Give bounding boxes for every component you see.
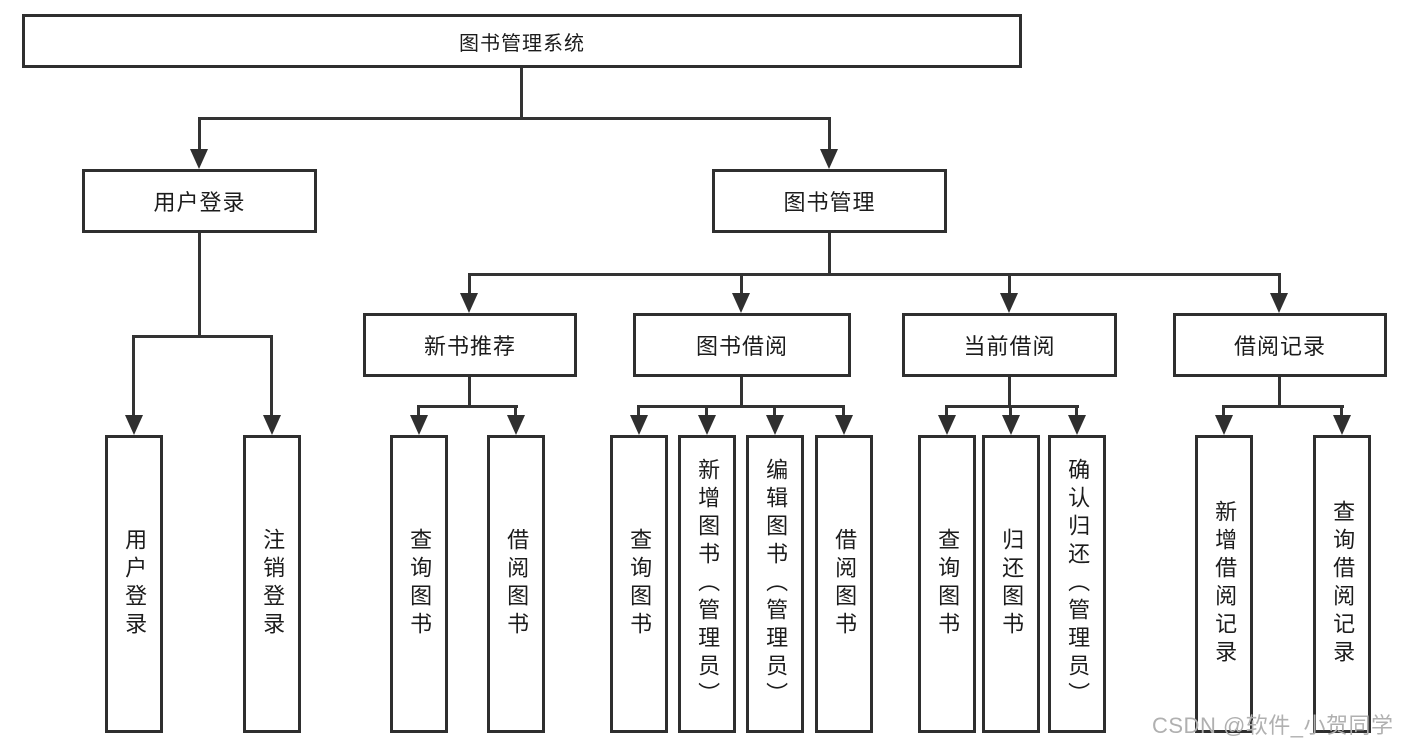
connector-level3-bar — [468, 273, 1281, 276]
arrowhead-new-book — [460, 293, 478, 313]
arrowhead-leaf — [410, 415, 428, 435]
connector-user-login-stem — [198, 233, 201, 338]
connector-to-logout-leaf — [270, 335, 273, 417]
connector-new-book-bar — [417, 405, 518, 408]
connector-current-borrow-bar — [945, 405, 1079, 408]
arrowhead-current-borrow — [1000, 293, 1018, 313]
node-user-login: 用户登录 — [82, 169, 317, 233]
connector-book-management-stem — [828, 233, 831, 276]
connector-root-stem — [520, 68, 523, 120]
connector-leaf-line — [773, 405, 776, 419]
node-leaf-query-books-recommend: 查询图书 — [390, 435, 448, 733]
connector-leaf-line — [842, 405, 845, 419]
connector-leaf-line — [1340, 405, 1343, 419]
node-book-borrow: 图书借阅 — [633, 313, 851, 377]
node-leaf-user-login: 用户登录 — [105, 435, 163, 733]
connector-to-current-borrow — [1008, 273, 1011, 297]
connector-new-book-stem — [468, 377, 471, 408]
arrowhead-leaf — [1002, 415, 1020, 435]
connector-book-borrow-bar — [637, 405, 845, 408]
node-leaf-add-books-admin: 新增图书（管理员） — [678, 435, 736, 733]
arrowhead-book-borrow — [732, 293, 750, 313]
node-leaf-borrow-books-recommend: 借阅图书 — [487, 435, 545, 733]
connector-book-borrow-stem — [740, 377, 743, 408]
arrowhead-leaf — [766, 415, 784, 435]
arrowhead-login-leaf — [125, 415, 143, 435]
arrowhead-leaf — [938, 415, 956, 435]
arrowhead-leaf — [835, 415, 853, 435]
arrowhead-leaf — [1215, 415, 1233, 435]
connector-leaf-line — [637, 405, 640, 419]
connector-leaf-line — [1222, 405, 1225, 419]
connector-leaf-line — [1009, 405, 1012, 419]
connector-to-login-leaf — [132, 335, 135, 417]
connector-to-new-book — [468, 273, 471, 297]
connector-leaf-line — [945, 405, 948, 419]
connector-leaf-line — [514, 405, 517, 419]
csdn-watermark: CSDN @软件_小贺同学 — [1152, 713, 1394, 738]
arrowhead-leaf — [630, 415, 648, 435]
arrowhead-leaf — [507, 415, 525, 435]
connector-user-login-bar — [132, 335, 273, 338]
node-borrow-records: 借阅记录 — [1173, 313, 1387, 377]
connector-to-user-login — [198, 117, 201, 153]
node-leaf-confirm-return-admin: 确认归还（管理员） — [1048, 435, 1106, 733]
node-leaf-add-borrow-record: 新增借阅记录 — [1195, 435, 1253, 733]
connector-current-borrow-stem — [1008, 377, 1011, 408]
connector-leaf-line — [705, 405, 708, 419]
node-leaf-query-books-borrow: 查询图书 — [610, 435, 668, 733]
connector-borrow-records-bar — [1222, 405, 1344, 408]
connector-to-book-borrow — [740, 273, 743, 297]
node-leaf-query-borrow-record: 查询借阅记录 — [1313, 435, 1371, 733]
connector-leaf-line — [417, 405, 420, 419]
arrowhead-leaf — [1333, 415, 1351, 435]
node-new-book-recommend: 新书推荐 — [363, 313, 577, 377]
arrowhead-logout-leaf — [263, 415, 281, 435]
connector-borrow-records-stem — [1278, 377, 1281, 408]
connector-to-book-management — [828, 117, 831, 153]
node-root: 图书管理系统 — [22, 14, 1022, 68]
connector-root-bar — [198, 117, 831, 120]
node-leaf-edit-books-admin: 编辑图书（管理员） — [746, 435, 804, 733]
node-book-management: 图书管理 — [712, 169, 947, 233]
connector-to-borrow-records — [1278, 273, 1281, 297]
node-leaf-borrow-books: 借阅图书 — [815, 435, 873, 733]
arrowhead-leaf — [698, 415, 716, 435]
arrowhead-borrow-records — [1270, 293, 1288, 313]
arrowhead-user-login — [190, 149, 208, 169]
node-leaf-logout: 注销登录 — [243, 435, 301, 733]
arrowhead-book-management — [820, 149, 838, 169]
connector-leaf-line — [1075, 405, 1078, 419]
node-leaf-query-books-current: 查询图书 — [918, 435, 976, 733]
node-current-borrow: 当前借阅 — [902, 313, 1117, 377]
arrowhead-leaf — [1068, 415, 1086, 435]
node-leaf-return-books: 归还图书 — [982, 435, 1040, 733]
